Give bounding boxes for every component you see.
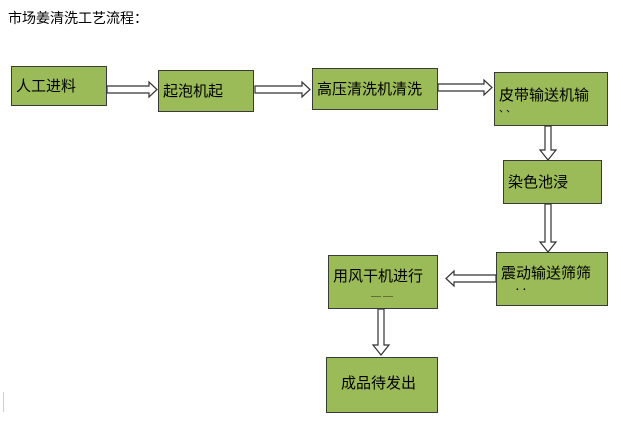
step-label: 成品待发出 — [341, 374, 417, 392]
step-label: 震动输送筛筛 — [501, 264, 592, 282]
step-sublabel: ．． — [515, 282, 534, 293]
arrow-right-icon — [437, 78, 493, 97]
diagram-title: 市场姜清洗工艺流程： — [8, 11, 148, 27]
step-air-dryer: 用风干机进行 ＿＿ — [328, 255, 438, 309]
step-dyeing-pool: 染色池浸 — [503, 160, 602, 204]
arrow-right-icon — [106, 80, 158, 99]
step-label: 染色池浸 — [508, 173, 569, 191]
arrow-left-icon — [445, 269, 497, 288]
step-label: 高压清洗机清洗 — [317, 80, 423, 98]
step-vibrating-sieve: 震动输送筛筛 ．． — [496, 252, 608, 306]
step-label: 起泡机起 — [163, 82, 224, 100]
left-edge-mark — [3, 392, 4, 412]
arrow-right-icon — [254, 80, 311, 99]
step-label: 皮带输送机输 — [499, 86, 590, 104]
step-sublabel: ＿＿ — [371, 288, 395, 299]
arrow-down-icon — [538, 203, 558, 253]
step-high-pressure-washer: 高压清洗机清洗 — [312, 68, 438, 110]
step-sublabel: 、、 — [499, 104, 518, 115]
arrow-down-icon — [538, 125, 558, 161]
step-finished-product: 成品待发出 — [326, 357, 438, 413]
step-bubble-machine: 起泡机起 — [158, 70, 254, 112]
step-label: 用风干机进行 — [333, 267, 424, 285]
step-belt-conveyor: 皮带输送机输 、、 — [494, 72, 608, 126]
step-label: 人工进料 — [16, 77, 77, 95]
arrow-down-icon — [371, 308, 391, 356]
